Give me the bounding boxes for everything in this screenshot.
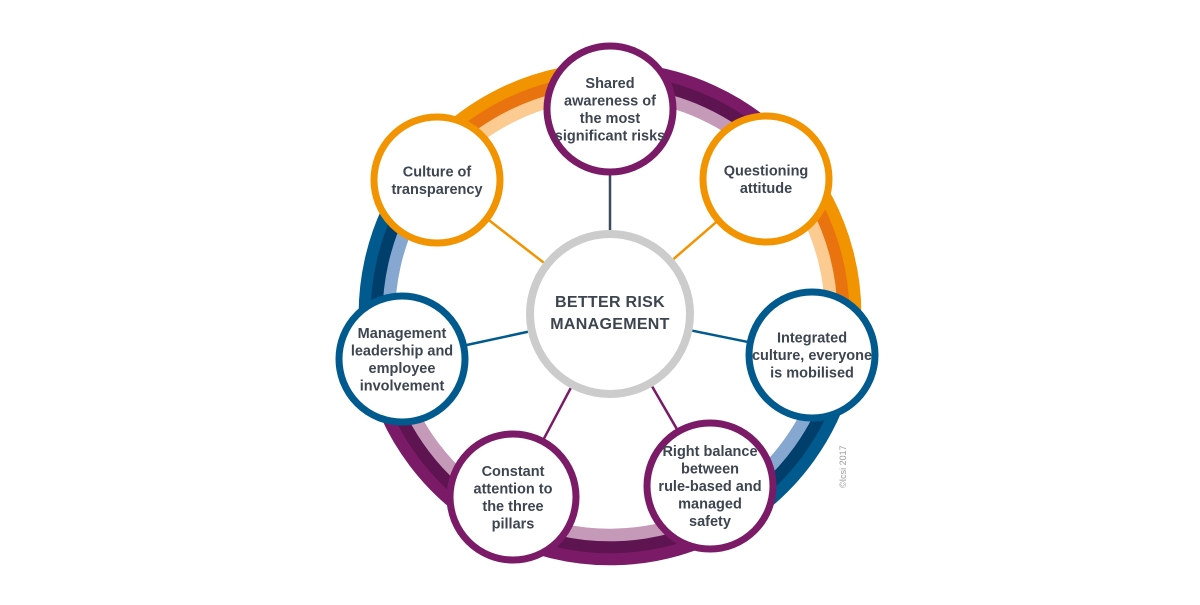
node-shared-awareness-label-line-2: awareness of <box>564 93 656 109</box>
node-right-balance-label-line-1: Right balance <box>662 444 757 460</box>
node-management-leadership-label-line-4: involvement <box>360 378 445 394</box>
center-label-line-1: BETTER RISK <box>555 294 665 311</box>
node-shared-awareness-label-line-3: the most <box>580 111 641 127</box>
node-shared-awareness-label-line-4: significant risks <box>555 128 665 144</box>
node-integrated-culture-label-line-1: Integrated <box>777 331 847 347</box>
node-constant-attention-label-line-3: the three <box>482 499 543 515</box>
spoke-questioning-attitude <box>672 220 718 260</box>
node-right-balance-label-line-4: managed <box>678 497 742 513</box>
spoke-right-balance <box>651 385 679 431</box>
spoke-constant-attention <box>542 387 572 441</box>
node-management-leadership-label-line-2: leadership and <box>351 343 453 359</box>
node-management-leadership-label-line-3: employee <box>369 361 436 377</box>
node-management-leadership-circle <box>335 292 469 426</box>
center-circle-ring <box>526 230 694 398</box>
node-constant-attention-label-line-2: attention to <box>474 481 553 497</box>
node-integrated-culture-label-line-2: culture, everyone <box>752 348 872 364</box>
center-circle: BETTER RISK MANAGEMENT <box>526 230 694 398</box>
spoke-integrated-culture <box>692 329 749 344</box>
node-constant-attention-circle <box>446 430 580 564</box>
node-right-balance-label-line-5: safety <box>689 514 731 530</box>
node-integrated-culture-circle <box>745 288 879 422</box>
node-culture-transparency: Culture of transparency <box>370 113 504 247</box>
node-culture-transparency-label-line-1: Culture of <box>403 164 472 180</box>
node-right-balance-circle <box>643 419 777 553</box>
node-right-balance-label-line-3: rule-based and <box>658 479 761 495</box>
node-questioning-attitude: Questioning attitude <box>699 112 833 246</box>
node-right-balance-label-line-2: between <box>681 462 739 478</box>
spoke-culture-transparency <box>487 218 545 264</box>
node-shared-awareness-circle <box>543 42 677 176</box>
node-culture-transparency-label-line-2: transparency <box>391 182 482 198</box>
copyright-text: ©Icsi 2017 <box>838 445 848 488</box>
node-constant-attention-label-line-4: pillars <box>492 516 535 532</box>
node-questioning-attitude-label-line-1: Questioning <box>724 163 809 179</box>
spoke-management-leadership <box>465 330 529 347</box>
node-questioning-attitude-label-line-2: attitude <box>740 181 792 197</box>
node-constant-attention-label-line-1: Constant <box>482 464 545 480</box>
center-label-line-2: MANAGEMENT <box>550 316 669 333</box>
spokes <box>465 174 749 441</box>
node-integrated-culture-label-line-3: is mobilised <box>770 366 854 382</box>
node-shared-awareness-label-line-1: Shared <box>585 76 634 92</box>
node-questioning-attitude-circle <box>699 112 833 246</box>
node-culture-transparency-circle <box>370 113 504 247</box>
node-management-leadership-label-line-1: Management <box>358 326 447 342</box>
